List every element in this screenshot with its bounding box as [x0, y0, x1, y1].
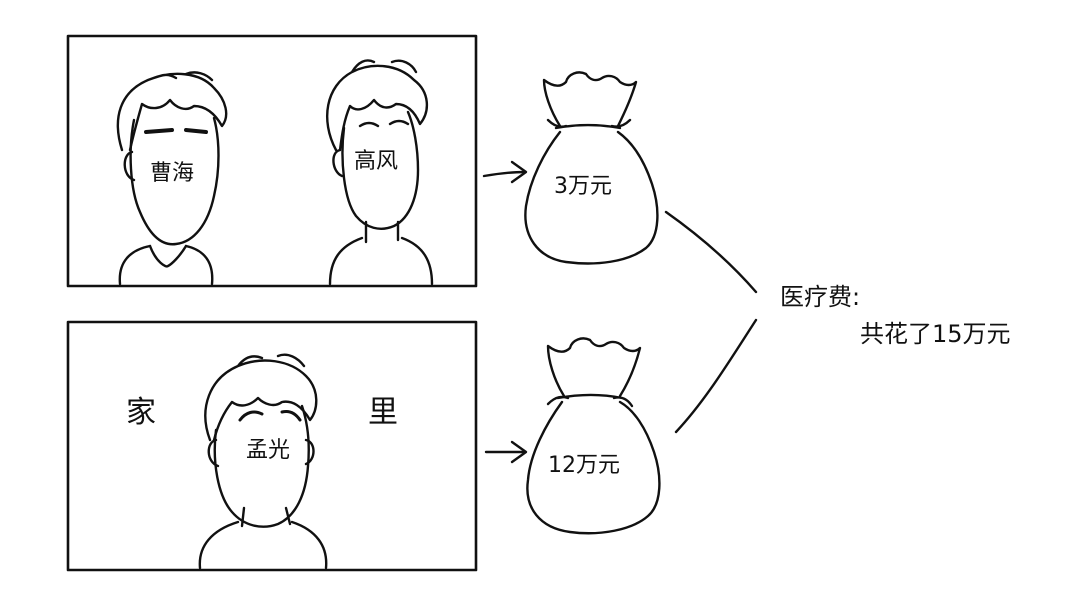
person-gaofeng-neck: [364, 220, 400, 244]
arrow-bottom-to-bag: [484, 440, 528, 464]
money-bag-bottom-tie-top: [546, 337, 642, 398]
person-caohai-ear: [123, 150, 136, 182]
person-mengguang-figure: [198, 353, 328, 570]
person-caohai-neck: [148, 244, 188, 268]
person-gaofeng-shoulders: [328, 236, 434, 286]
money-bag-top: [524, 71, 659, 265]
money-bag-bottom: [526, 337, 661, 535]
side-text-left: 家: [126, 395, 156, 430]
panel-bottom-frame: [66, 320, 478, 572]
money-bag-bottom-knot: [546, 393, 634, 408]
money-bag-bottom-amount: 12万元: [548, 453, 620, 478]
person-caohai-shoulders: [118, 244, 214, 286]
person-mengguang-label: 孟光: [246, 438, 291, 463]
person-gaofeng-eyebrows: [358, 119, 410, 128]
money-bag-top-tie-top: [542, 71, 638, 128]
person-caohai-figure: [116, 71, 228, 286]
person-caohai-eyebrows: [144, 128, 208, 134]
person-mengguang-shoulders: [198, 520, 328, 570]
panel-top: [66, 34, 478, 288]
person-mengguang-hair: [204, 353, 318, 442]
person-gaofeng-label: 高风: [354, 149, 399, 174]
panel-top-frame: [66, 34, 478, 288]
money-bag-top-body: [524, 130, 659, 265]
person-mengguang-ear-right: [304, 438, 315, 466]
side-text-right: 里: [368, 395, 398, 430]
money-bag-bottom-body: [526, 400, 661, 535]
summary-title: 医疗费:: [780, 283, 861, 311]
converge-lines: [664, 210, 758, 434]
money-bag-top-amount: 3万元: [554, 174, 612, 199]
person-gaofeng-head: [341, 110, 420, 230]
money-bag-top-knot: [546, 118, 632, 130]
person-gaofeng-ear: [332, 148, 344, 178]
person-mengguang-ear-left: [207, 438, 220, 468]
person-mengguang-eyebrows: [238, 410, 302, 422]
person-caohai-head: [129, 116, 220, 246]
person-gaofeng-figure: [326, 59, 434, 286]
person-gaofeng-hair: [326, 59, 428, 152]
converge-line-top: [664, 210, 758, 294]
summary-total: 共花了15万元: [860, 320, 1011, 348]
person-caohai-label: 曹海: [150, 161, 195, 186]
person-caohai-hair: [116, 71, 228, 152]
converge-line-bottom: [674, 318, 758, 434]
person-mengguang-head: [213, 404, 310, 528]
panel-bottom: [66, 320, 478, 572]
arrow-top-to-bag: [482, 160, 528, 184]
